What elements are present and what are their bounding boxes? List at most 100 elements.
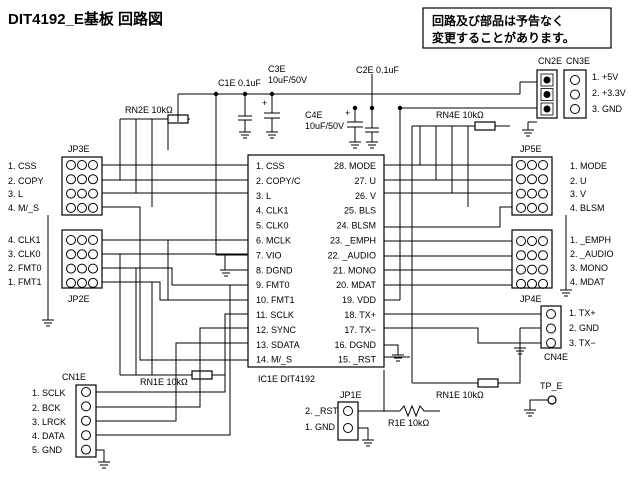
jp1e-pin-2: 2. _RST [305, 406, 339, 416]
cn3e-pin-1: 1. +5V [592, 72, 618, 82]
pin-circle [77, 188, 87, 199]
pin-circle [516, 202, 526, 213]
pin-circle [77, 249, 87, 260]
ic-pin-right: 22. _AUDIO [327, 250, 376, 260]
ic-pin-left: 5. CLK0 [256, 221, 289, 231]
ic-pin-right: 26. V [355, 191, 376, 201]
cn1e-header [75, 384, 97, 458]
c1e-label: C1E 0.1uF [218, 78, 262, 88]
ic-pin-right: 27. U [354, 176, 376, 186]
pin-dot [543, 76, 551, 84]
jp5e-pin-1: 1. MODE [570, 161, 607, 171]
c4e-label: C4E [305, 110, 323, 120]
jp2e-pin-4: 4. CLK1 [8, 235, 41, 245]
jp5e-pin-2: 2. U [570, 176, 587, 186]
pin-circle [88, 188, 98, 199]
pin-circle [538, 188, 548, 199]
pin-circle [77, 277, 87, 288]
pin-circle [527, 202, 537, 213]
jp5e-pin-4: 4. BLSM [570, 203, 605, 213]
cn1e-pin-3: 3. LRCK [32, 417, 66, 427]
pin-circle [88, 202, 98, 213]
pin-circle [81, 430, 91, 441]
ic-pin-right: 15. _RST [338, 355, 377, 365]
cn4e-name: CN4E [544, 352, 568, 362]
rn1e-bottom-resistor [477, 378, 499, 388]
pin-circle [527, 174, 537, 185]
ic-pin-right: 24. BLSM [336, 221, 376, 231]
rn4e-resistor [474, 121, 496, 131]
ic-pin-left: 1. CSS [256, 161, 285, 171]
ic-pin-right: 18. TX+ [344, 310, 376, 320]
cn4e-header [540, 305, 562, 349]
pin-circle [66, 277, 76, 288]
pin-circle [516, 174, 526, 185]
cn1e-pin-4: 4. DATA [32, 431, 65, 441]
c3e-value: 10uF/50V [268, 75, 307, 85]
ic-pin-left: 14. M/_S [256, 355, 292, 365]
pin-circle [570, 75, 580, 85]
r1e-label: R1E 10kΩ [388, 418, 430, 428]
jp2e-pin-3: 3. CLK0 [8, 249, 41, 259]
pin-circle [538, 278, 548, 289]
pin-circle [66, 188, 76, 199]
jp2e-pin-1: 1. FMT1 [8, 277, 42, 287]
c2e-label: C2E 0.1uF [356, 65, 400, 75]
pin-dot [543, 105, 551, 113]
ic-name: IC1E DIT4192 [258, 374, 315, 384]
jp3e-pin-1: 1. CSS [8, 161, 37, 171]
pin-circle [570, 104, 580, 114]
r1e-resistor [399, 404, 440, 418]
pin-circle [343, 406, 353, 416]
pin-circle [538, 264, 548, 275]
pin-circle [81, 444, 91, 455]
page-title: DIT4192_E基板 回路図 [8, 10, 163, 28]
cn4e-pin-2: 2. GND [569, 323, 600, 333]
pin-circle [538, 160, 548, 170]
ic-pin-right: 28. MODE [334, 161, 376, 171]
pin-circle [88, 160, 98, 170]
jp3e-name: JP3E [68, 144, 90, 154]
rn4e-label: RN4E 10kΩ [436, 110, 484, 120]
rn1e-bottom-label: RN1E 10kΩ [436, 390, 484, 400]
pin-circle [88, 174, 98, 185]
jp1e-header [337, 401, 359, 441]
cn4e-pin-3: 3. TX− [569, 338, 596, 348]
pin-circle [527, 250, 537, 261]
pin-circle [88, 235, 98, 245]
notice-box [422, 7, 612, 49]
pin-circle [516, 160, 526, 170]
pin-circle [66, 160, 76, 170]
pin-dot [543, 91, 551, 98]
c2e-capacitor [365, 108, 379, 142]
notice-line-2: 変更することがあります。 [432, 30, 575, 45]
cn3e-name: CN3E [566, 56, 590, 66]
pin-pad [540, 73, 554, 87]
jp1e-name: JP1E [340, 390, 362, 400]
jp2e-pin-2: 2. FMT0 [8, 263, 42, 273]
tp-e-pad [547, 395, 557, 405]
pin-circle [77, 202, 87, 213]
pin-circle [538, 250, 548, 261]
pin-circle [538, 202, 548, 213]
c4e-value: 10uF/50V [305, 121, 344, 131]
cn2e-header [536, 69, 558, 119]
pin-circle [77, 235, 87, 245]
pin-circle [516, 250, 526, 261]
cn1e-pin-5: 5. GND [32, 445, 63, 455]
c4e-capacitor [347, 108, 363, 142]
ic-pin-left: 2. COPY/C [256, 176, 301, 186]
pin-circle [88, 249, 98, 260]
ic-pin-left: 10. FMT1 [256, 295, 295, 305]
cn3e-header [563, 69, 587, 119]
c3e-label: C3E [268, 64, 286, 74]
ic-pin-right: 21. MONO [333, 265, 376, 275]
ic-dit4192-body [247, 154, 385, 368]
ic-pin-right: 17. TX− [344, 325, 376, 335]
ic-pin-right: 20. MDAT [336, 280, 376, 290]
pin-circle [66, 263, 76, 274]
